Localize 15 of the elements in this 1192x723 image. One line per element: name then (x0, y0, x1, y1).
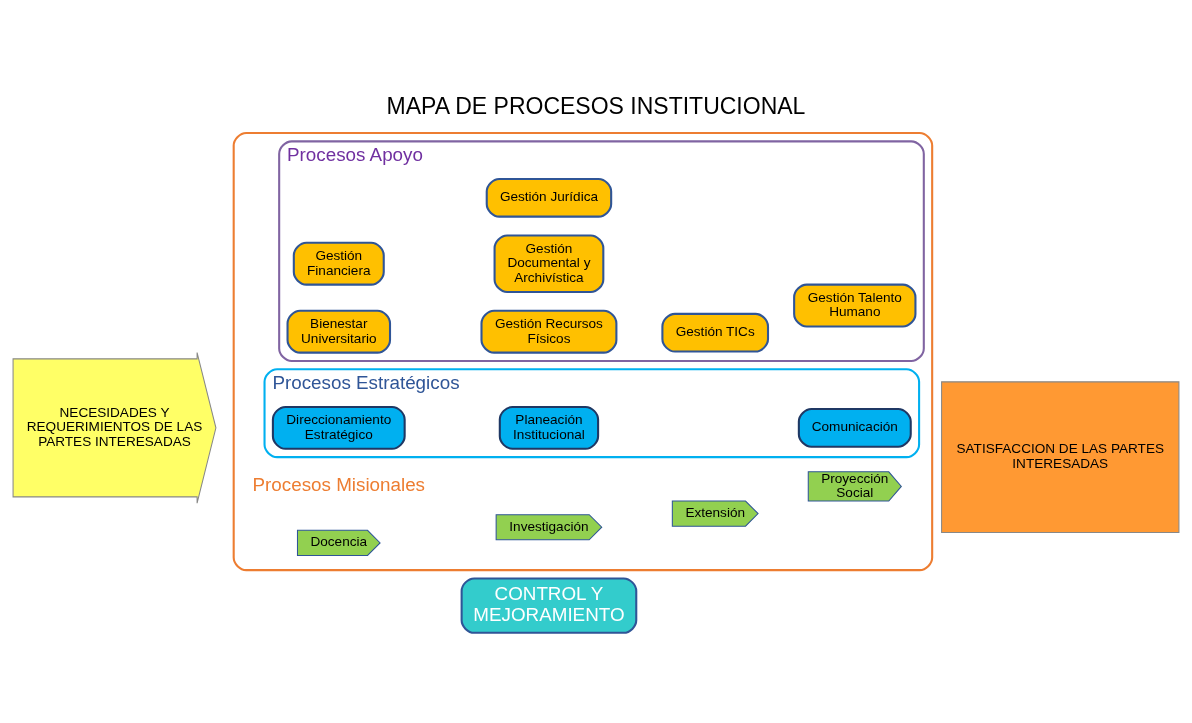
node-box: SATISFACCION DE LAS PARTES INTERESADAS (941, 380, 1180, 533)
node-box: Gestión TICs (661, 312, 770, 353)
node-box: Gestión Financiera (292, 241, 385, 286)
node-box: Gestión Recursos Físicos (480, 309, 618, 354)
node-box: Planeación Institucional (498, 405, 600, 450)
node-box: CONTROL Y MEJORAMIENTO (460, 576, 638, 634)
node-box: Direccionamiento Estratégico (271, 405, 406, 450)
label: Procesos Misionales (252, 473, 426, 495)
cluster (232, 131, 934, 571)
diagram-title: MAPA DE PROCESOS INSTITUCIONAL (386, 92, 806, 119)
node-box: Gestión Talento Humano (793, 283, 917, 327)
node-box: Bienestar Universitario (286, 309, 392, 354)
node-box: Gestión Jurídica (485, 177, 613, 218)
node-box: Comunicación (797, 407, 912, 448)
node-box: Gestión Documental y Archivística (493, 233, 605, 293)
